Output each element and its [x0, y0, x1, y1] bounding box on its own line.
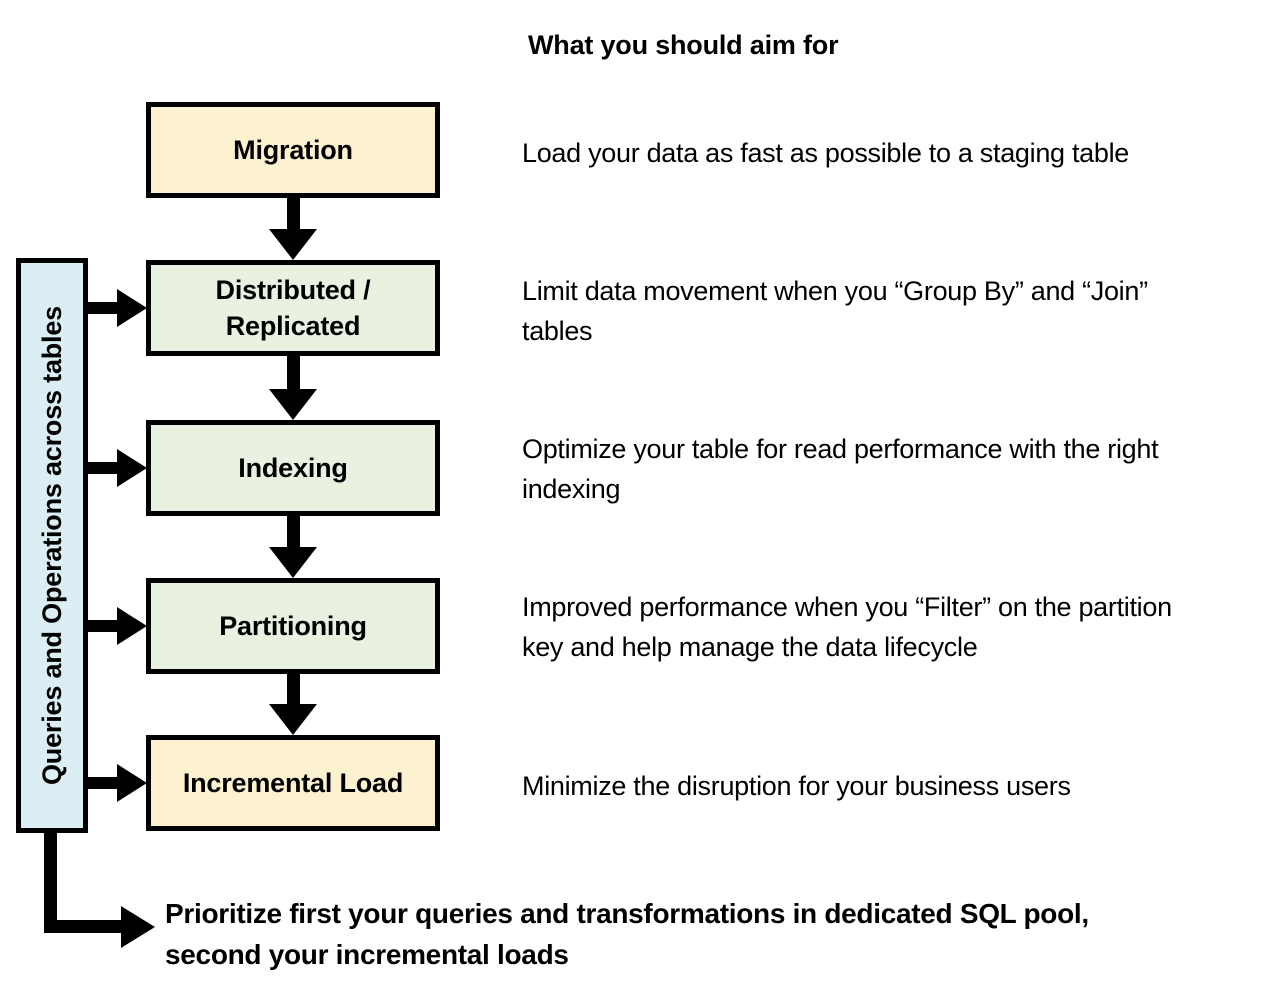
flow-box-incremental-load-label: Incremental Load	[182, 768, 404, 798]
flow-box-indexing-label: Indexing	[238, 453, 348, 483]
description-indexing: Optimize your table for read performance…	[522, 434, 1159, 504]
flow-box-indexing: Indexing	[146, 420, 440, 516]
description-migration: Load your data as fast as possible to a …	[522, 138, 1130, 168]
flow-box-incremental-load: Incremental Load	[146, 735, 440, 831]
queries-operations-bar-label: Queries and Operations across tables	[36, 306, 67, 785]
flow-box-distributed-replicated: Distributed / Replicated	[146, 260, 440, 356]
flow-box-migration: Migration	[146, 102, 440, 198]
description-distributed-replicated: Limit data movement when you “Group By” …	[522, 276, 1148, 346]
description-partitioning: Improved performance when you “Filter” o…	[522, 592, 1172, 662]
flow-box-distributed-replicated-label: Distributed / Replicated	[215, 275, 371, 341]
description-incremental-load: Minimize the disruption for your busines…	[522, 771, 1071, 801]
page-title: What you should aim for	[528, 30, 839, 60]
flow-box-partitioning-label: Partitioning	[219, 611, 367, 641]
footer-note: Prioritize first your queries and transf…	[165, 898, 1089, 970]
queries-operations-bar: Queries and Operations across tables	[16, 258, 88, 833]
flow-box-partitioning: Partitioning	[146, 578, 440, 674]
flow-box-migration-label: Migration	[233, 135, 353, 165]
